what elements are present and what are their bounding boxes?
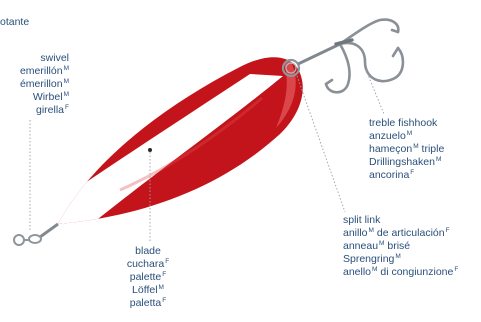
treble-hook-hardware xyxy=(326,20,403,93)
split-term-es: anilloM de articulaciónF xyxy=(343,227,458,240)
swivel-label: swivel emerillónM émerillonM WirbelM gir… xyxy=(20,52,69,117)
blade-term-es: cucharaF xyxy=(118,258,178,271)
blade-label: blade cucharaF paletteF LöffelM palettaF xyxy=(118,245,178,310)
split-term-en: split link xyxy=(343,214,458,227)
split-term-de: SprengringM xyxy=(343,253,458,266)
swivel-hardware xyxy=(14,224,58,245)
blade-term-en: blade xyxy=(118,245,178,258)
hook-term-de: DrillingshakenM xyxy=(369,156,444,169)
leader-split-link xyxy=(297,76,345,212)
blade-term-it: palettaF xyxy=(118,297,178,310)
split-link-label: split link anilloM de articulaciónF anne… xyxy=(343,214,458,279)
blade-term-de: LöffelM xyxy=(118,284,178,297)
hook-term-es: anzueloM xyxy=(369,130,444,143)
hook-term-fr: hameçonM triple xyxy=(369,143,444,156)
hook-term-en: treble fishhook xyxy=(369,117,444,130)
page-title-fragment: otante xyxy=(0,16,29,29)
hook-term-it: ancorinaF xyxy=(369,169,444,182)
swivel-term-de: WirbelM xyxy=(20,91,69,104)
swivel-term-it: girellaF xyxy=(20,104,69,117)
split-term-fr: anneauM brisé xyxy=(343,240,458,253)
swivel-term-fr: émerillonM xyxy=(20,78,69,91)
swivel-term-en: swivel xyxy=(20,52,69,65)
leader-treble-hook xyxy=(366,70,384,114)
split-term-it: anelloM di congiunzioneF xyxy=(343,266,458,279)
treble-hook-label: treble fishhook anzueloM hameçonM triple… xyxy=(369,117,444,182)
swivel-term-es: emerillónM xyxy=(20,65,69,78)
spoon-blade xyxy=(40,57,303,240)
blade-label-dot xyxy=(148,148,152,152)
blade-term-fr: paletteF xyxy=(118,271,178,284)
